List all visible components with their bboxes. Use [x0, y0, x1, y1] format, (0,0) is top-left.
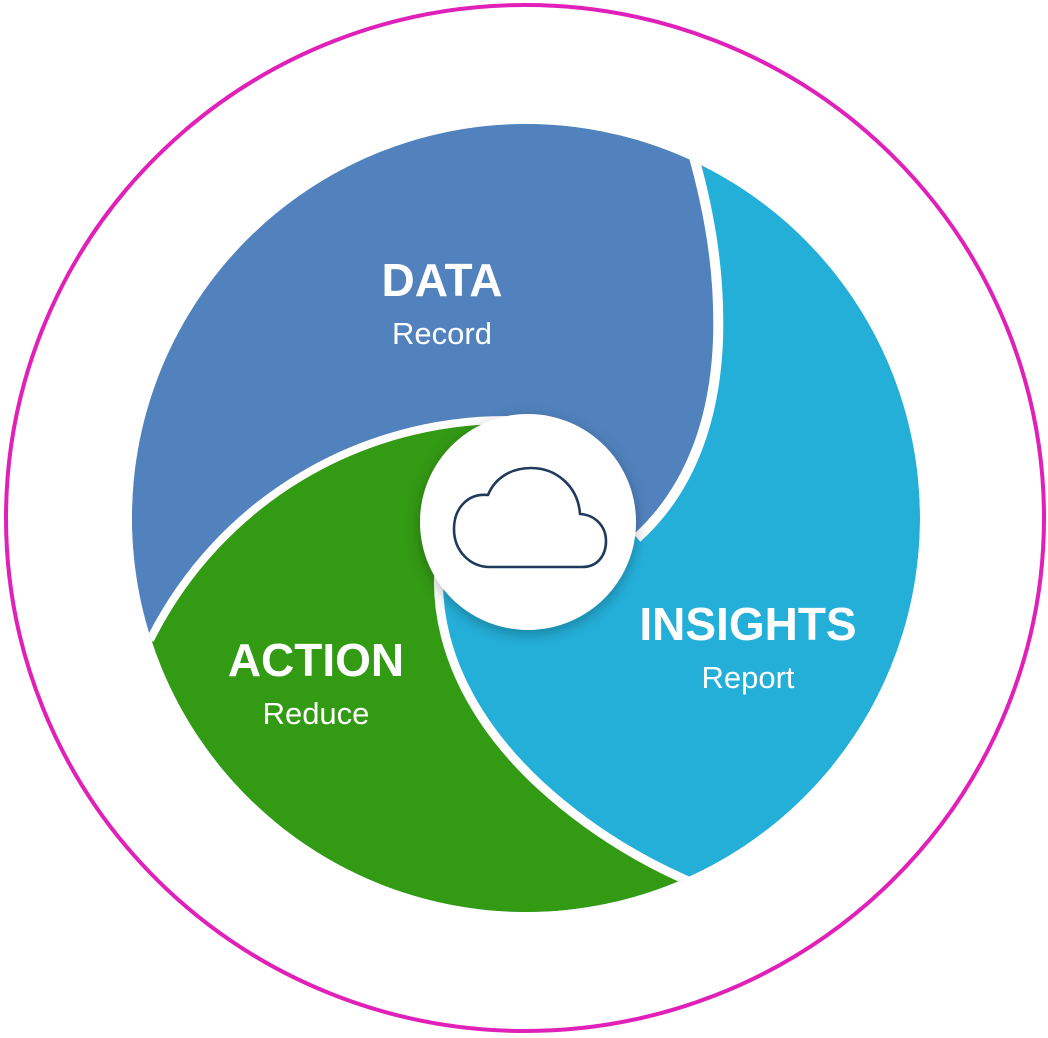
- insights-subtitle: Report: [701, 660, 794, 695]
- separator-data-insights: [633, 148, 724, 542]
- outer-ring: [4, 3, 1046, 1033]
- separator-data-action: [146, 416, 507, 642]
- center-hub: [420, 414, 636, 630]
- action-title: ACTION: [228, 634, 404, 686]
- cloud-icon: [452, 466, 608, 569]
- action-subtitle: Reduce: [263, 696, 370, 731]
- data-subtitle: Record: [392, 316, 492, 351]
- segment-action: [132, 420, 705, 912]
- segment-data: [132, 124, 719, 660]
- data-title: DATA: [382, 254, 503, 306]
- insights-title: INSIGHTS: [639, 598, 856, 650]
- separator-action-insights: [434, 554, 707, 893]
